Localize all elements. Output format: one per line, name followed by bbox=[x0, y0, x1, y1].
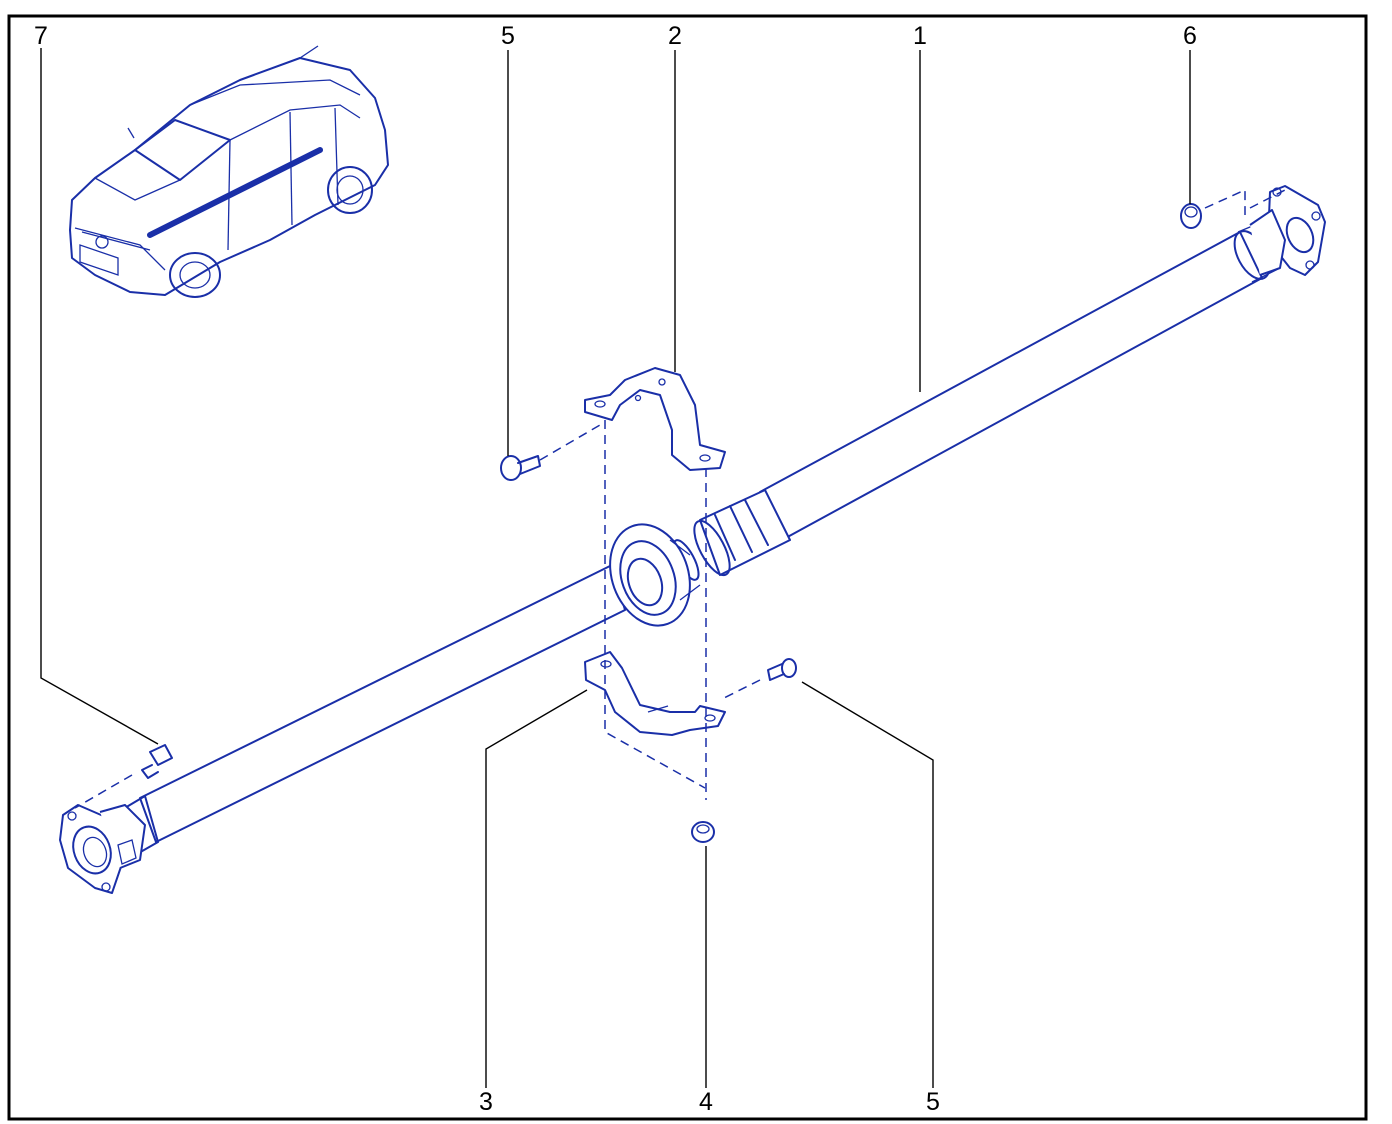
front-flange bbox=[1249, 185, 1326, 276]
bolt-upper bbox=[500, 455, 541, 481]
bolt-lower bbox=[767, 658, 797, 681]
rear-flange bbox=[59, 804, 146, 894]
upper-bracket bbox=[584, 367, 726, 471]
callout-5-lower: 5 bbox=[926, 1088, 940, 1116]
callout-1: 1 bbox=[913, 22, 927, 50]
assembly-lines bbox=[74, 188, 1286, 809]
lower-bracket bbox=[584, 651, 726, 736]
propeller-shaft bbox=[117, 221, 1281, 859]
centre-bearing bbox=[609, 523, 701, 627]
nut-front bbox=[1180, 203, 1202, 229]
bolt-rear bbox=[141, 744, 173, 779]
callout-5-upper: 5 bbox=[501, 22, 515, 50]
leader-lines bbox=[40, 48, 1191, 1088]
vehicle-thumbnail bbox=[69, 45, 389, 298]
callout-labels: 7 5 2 1 6 3 4 5 bbox=[34, 22, 1197, 1116]
callout-7: 7 bbox=[34, 22, 48, 50]
callout-2: 2 bbox=[668, 22, 682, 50]
nut-bottom bbox=[691, 821, 715, 843]
callout-3: 3 bbox=[479, 1088, 493, 1116]
callout-4: 4 bbox=[699, 1088, 713, 1116]
callout-6: 6 bbox=[1183, 22, 1197, 50]
